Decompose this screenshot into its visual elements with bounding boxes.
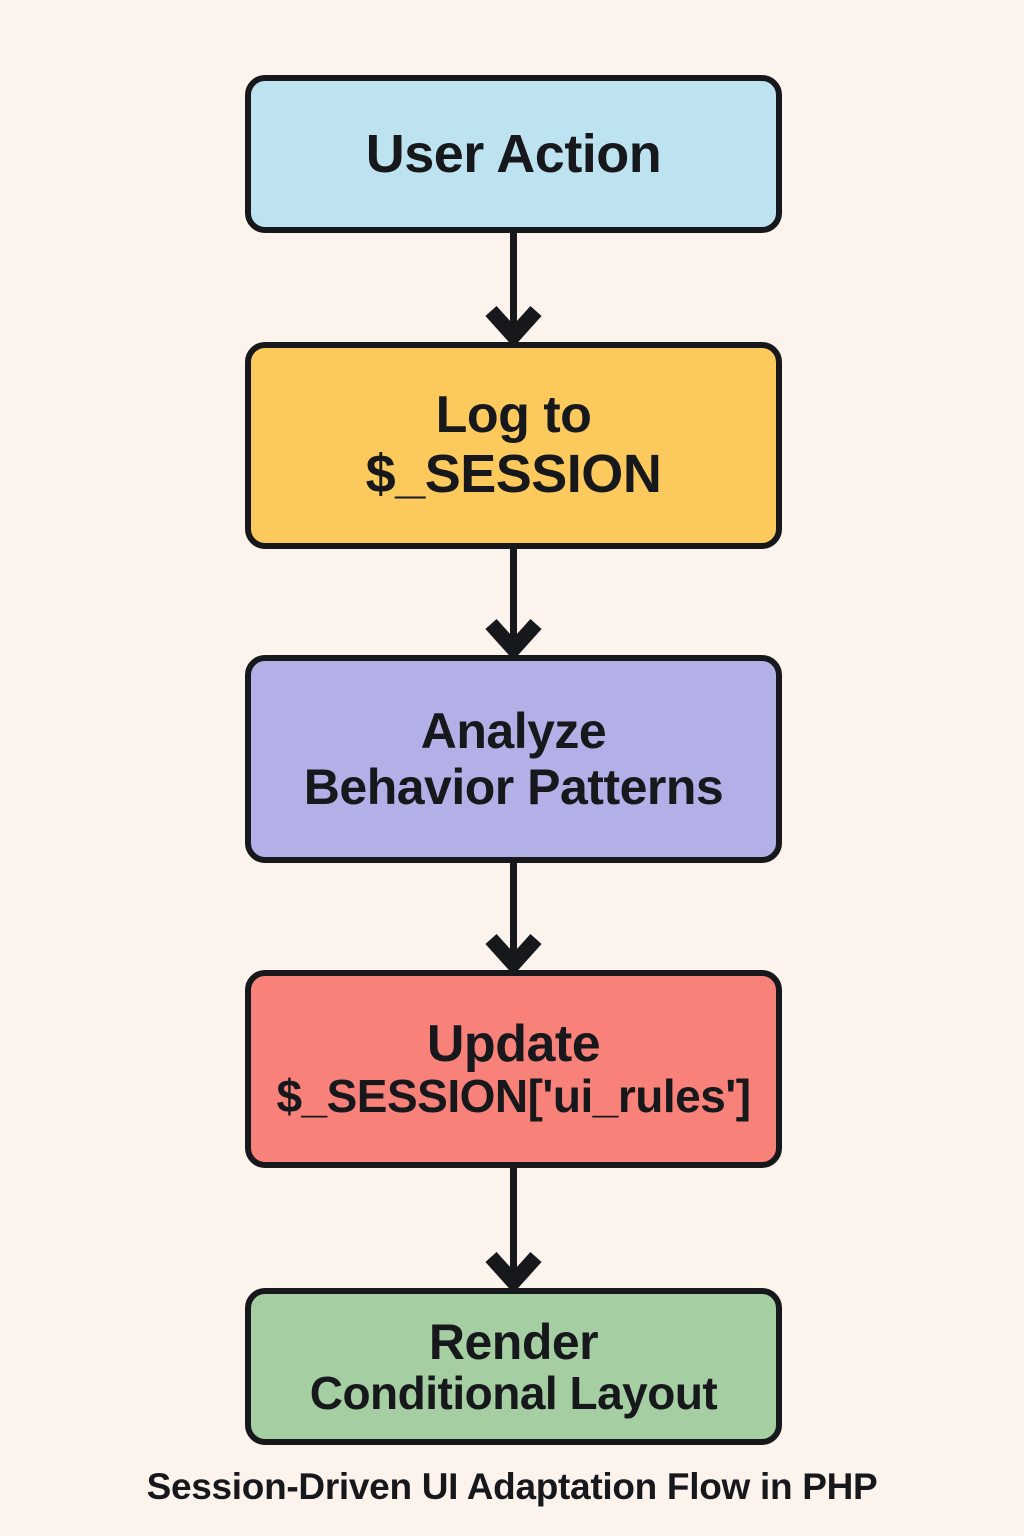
- flow-connector-3: [0, 863, 1024, 970]
- arrow-down-icon: [485, 549, 542, 655]
- flow-node-update-rules-line-2: $_SESSION['ui_rules']: [276, 1070, 751, 1123]
- flow-node-analyze-behavior-line-1: Analyze: [420, 703, 607, 759]
- flow-node-user-action[interactable]: User Action: [245, 75, 782, 233]
- flow-connector-4: [0, 1168, 1024, 1288]
- arrow-down-icon: [485, 233, 542, 342]
- flow-node-render-layout-line-2: Conditional Layout: [309, 1366, 718, 1419]
- flow-node-analyze-behavior-line-2: Behavior Patterns: [303, 759, 724, 815]
- diagram-caption: Session-Driven UI Adaptation Flow in PHP: [146, 1466, 878, 1507]
- arrow-down-icon: [485, 863, 542, 970]
- flow-node-user-action-line-1: User Action: [365, 123, 662, 184]
- flow-node-analyze-behavior[interactable]: Analyze Behavior Patterns: [245, 655, 782, 863]
- flow-node-update-rules[interactable]: Update $_SESSION['ui_rules']: [245, 970, 782, 1168]
- arrow-down-icon: [485, 1168, 542, 1288]
- flow-node-log-session-line-2: $_SESSION: [365, 444, 662, 505]
- flow-node-log-session-line-1: Log to: [435, 386, 592, 445]
- flow-node-log-session[interactable]: Log to $_SESSION: [245, 342, 782, 549]
- flow-node-render-layout-line-1: Render: [428, 1313, 599, 1370]
- flow-connector-2: [0, 549, 1024, 655]
- flow-connector-1: [0, 233, 1024, 342]
- flow-node-update-rules-line-1: Update: [426, 1015, 601, 1074]
- flow-node-render-layout[interactable]: Render Conditional Layout: [245, 1288, 782, 1445]
